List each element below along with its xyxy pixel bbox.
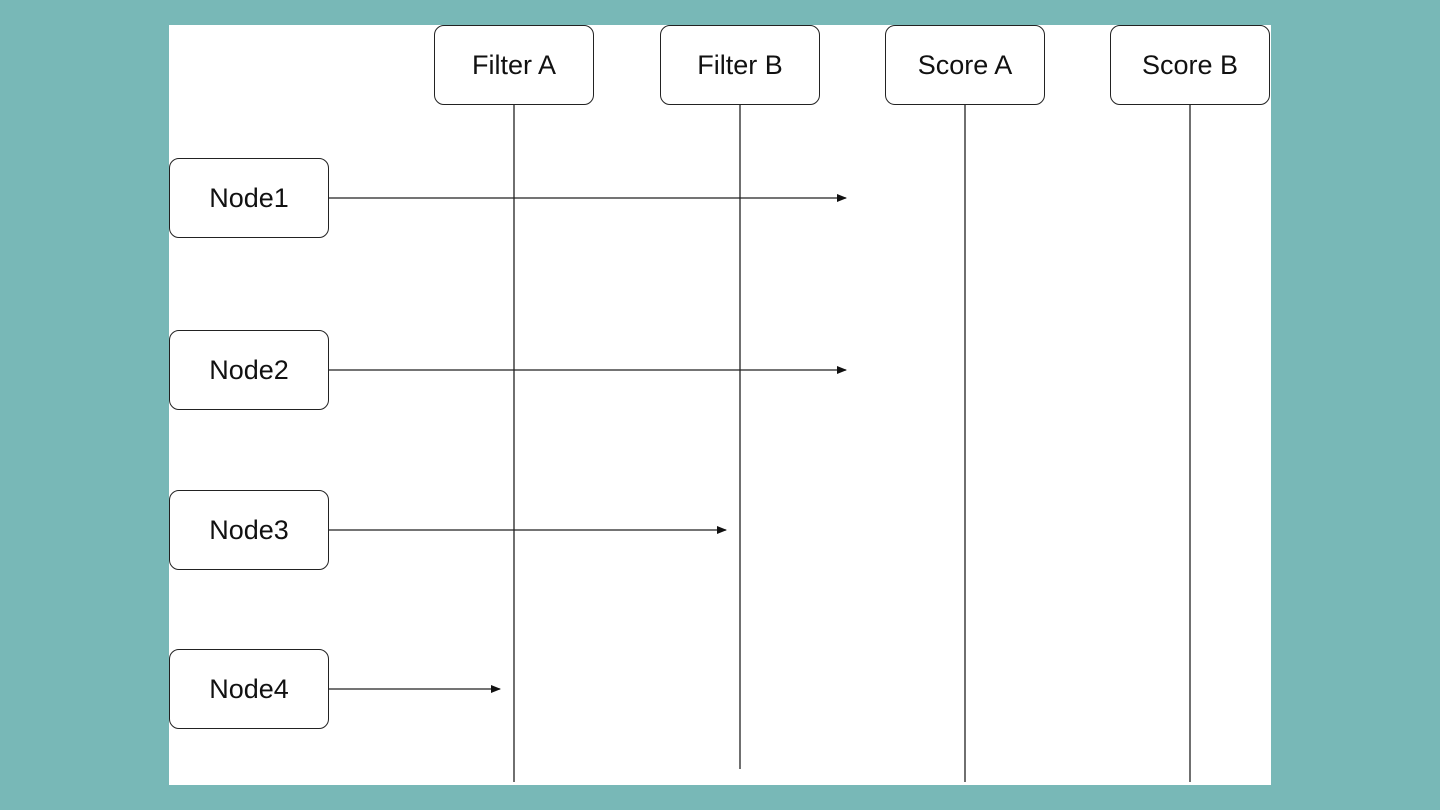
node-label-node3: Node3: [209, 514, 289, 545]
node-box-node2: Node2: [169, 330, 329, 410]
stage-label-filter-a: Filter A: [471, 49, 557, 80]
stage-label-score-a: Score A: [917, 49, 1013, 80]
node-label-node4: Node4: [209, 673, 289, 704]
stage-label-score-b: Score B: [1141, 49, 1239, 80]
stage-box-filter-b: Filter B: [660, 25, 820, 105]
stage-box-score-b: Score B: [1110, 25, 1270, 105]
node-label-node1: Node1: [209, 182, 289, 213]
diagram-canvas: Filter A Filter B Score A Score B Node1 …: [169, 25, 1271, 785]
node-label-node2: Node2: [209, 354, 289, 385]
diagram-connectors: [329, 105, 1191, 782]
stage-box-score-a: Score A: [885, 25, 1045, 105]
node-box-node3: Node3: [169, 490, 329, 570]
node-box-node4: Node4: [169, 649, 329, 729]
stage-box-filter-a: Filter A: [434, 25, 594, 105]
node-box-node1: Node1: [169, 158, 329, 238]
stage-label-filter-b: Filter B: [697, 49, 783, 80]
